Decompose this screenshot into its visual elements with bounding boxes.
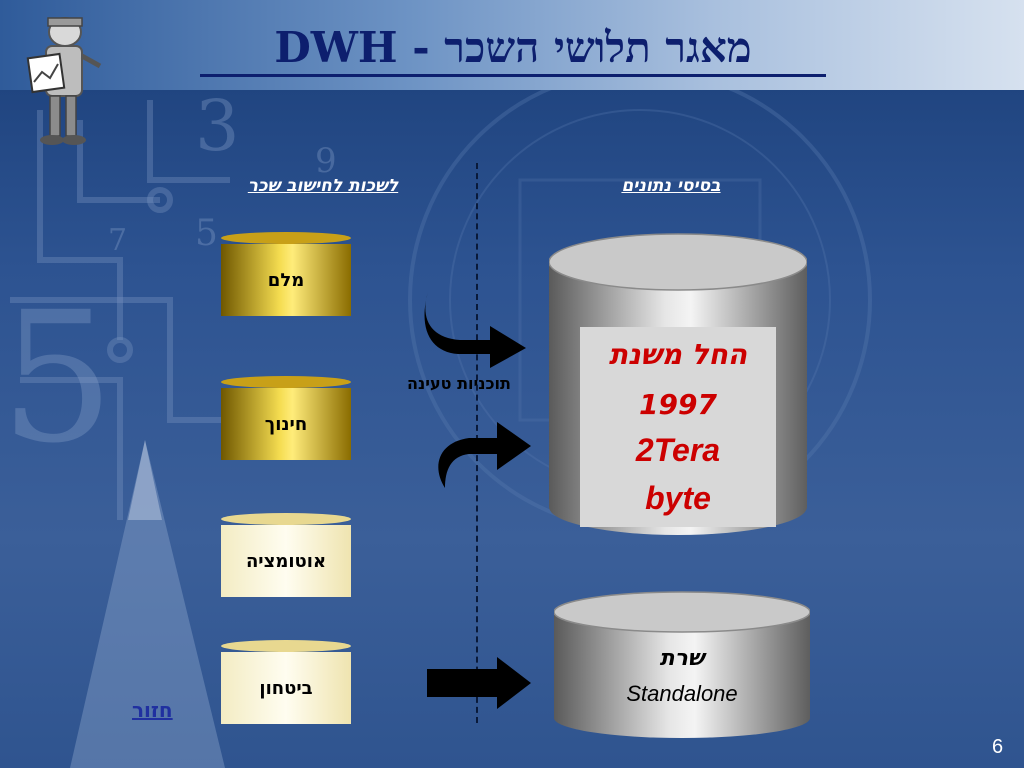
mascot-character-icon bbox=[26, 17, 102, 145]
slide-title: DWH - מאגר תלושי השכר bbox=[200, 22, 826, 77]
db-size-unit: byte bbox=[645, 480, 711, 516]
system-security: ביטחון bbox=[221, 640, 351, 724]
header-payroll-offices: לשכות לחישוב שכר bbox=[247, 176, 399, 196]
system-label: ביטחון bbox=[221, 652, 351, 724]
page-number: 6 bbox=[992, 736, 1004, 758]
db-since-label: החל משנת bbox=[608, 338, 748, 371]
db-year: 1997 bbox=[639, 388, 717, 421]
load-programs-label: תוכניות טעינה bbox=[407, 374, 511, 393]
system-label: חינוך bbox=[221, 388, 351, 460]
right-arrow-icon bbox=[427, 657, 531, 709]
db-size-value: 2Tera bbox=[635, 432, 721, 468]
svg-text:9: 9 bbox=[315, 141, 337, 181]
system-malam: מלם bbox=[221, 232, 351, 316]
server-label: שרת bbox=[659, 646, 705, 671]
curved-arrow-icon bbox=[424, 292, 526, 368]
system-education: חינוך bbox=[221, 376, 351, 460]
svg-text:5: 5 bbox=[0, 274, 115, 483]
svg-text:7: 7 bbox=[108, 223, 127, 258]
system-label: מלם bbox=[221, 244, 351, 316]
system-automation: אוטומציה bbox=[221, 513, 351, 597]
standalone-server-cylinder bbox=[554, 591, 810, 738]
server-type: Standalone bbox=[626, 681, 738, 706]
system-label: אוטומציה bbox=[221, 525, 351, 597]
svg-text:3: 3 bbox=[195, 85, 240, 167]
back-link[interactable]: חזור bbox=[132, 698, 173, 722]
curved-arrow-icon bbox=[438, 422, 531, 488]
svg-text:5: 5 bbox=[195, 213, 218, 254]
header-databases: בסיסי נתונים bbox=[621, 176, 721, 196]
main-database-info-panel bbox=[580, 327, 776, 527]
